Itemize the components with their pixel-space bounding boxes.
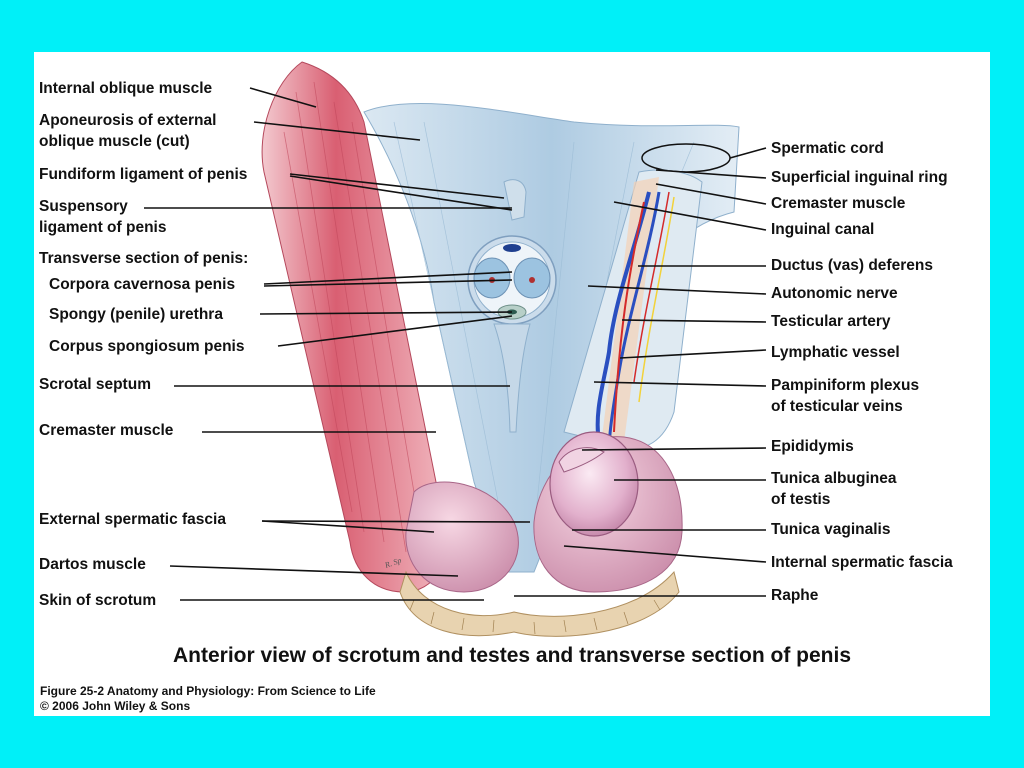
label-tunica-vaginalis: Tunica vaginalis (771, 521, 891, 538)
label-suspensory-line1: Suspensory (39, 198, 128, 215)
anatomy-illustration: R. Sp (144, 61, 767, 637)
label-tunica-albuginea-line2: of testis (771, 491, 831, 508)
testis-shape (549, 431, 639, 537)
figure-credit: Figure 25-2 Anatomy and Physiology: From… (40, 684, 376, 714)
credit-line-1: Figure 25-2 Anatomy and Physiology: From… (40, 684, 376, 698)
label-skin-of-scrotum: Skin of scrotum (39, 592, 157, 609)
label-lymphatic-vessel: Lymphatic vessel (771, 344, 900, 361)
left-scrotal-sac (405, 481, 519, 593)
label-corpora-cavernosa: Corpora cavernosa penis (49, 276, 236, 293)
figure-title: Anterior view of scrotum and testes and … (172, 644, 852, 667)
credit-line-2: © 2006 John Wiley & Sons (40, 699, 191, 713)
label-spermatic-cord: Spermatic cord (771, 140, 884, 157)
label-inguinal-canal: Inguinal canal (771, 221, 875, 238)
label-autonomic-nerve: Autonomic nerve (771, 285, 898, 302)
label-testicular-artery: Testicular artery (771, 313, 891, 330)
label-aponeurosis-line2: oblique muscle (cut) (39, 133, 190, 150)
label-raphe: Raphe (771, 587, 819, 604)
label-pampiniform-line1: Pampiniform plexus (771, 377, 920, 394)
label-scrotal-septum: Scrotal septum (39, 376, 151, 393)
label-aponeurosis-line1: Aponeurosis of external (39, 112, 217, 129)
label-internal-oblique-muscle: Internal oblique muscle (39, 80, 213, 97)
figure-panel: R. Sp (34, 52, 990, 716)
label-corpus-spongiosum: Corpus spongiosum penis (49, 338, 245, 355)
label-internal-spermatic-fascia: Internal spermatic fascia (771, 554, 953, 571)
label-ductus-deferens: Ductus (vas) deferens (771, 257, 933, 274)
label-superficial-inguinal-ring: Superficial inguinal ring (771, 169, 948, 186)
label-dartos-muscle: Dartos muscle (39, 556, 146, 573)
label-tunica-albuginea-line1: Tunica albuginea (771, 470, 897, 487)
label-spongy-urethra: Spongy (penile) urethra (49, 306, 223, 323)
label-suspensory-line2: ligament of penis (39, 219, 167, 236)
label-epididymis: Epididymis (771, 438, 854, 455)
scrotal-skin (399, 570, 680, 637)
label-transverse-section-heading: Transverse section of penis: (39, 250, 249, 267)
label-cremaster-muscle-left: Cremaster muscle (39, 422, 174, 439)
label-pampiniform-line2: of testicular veins (771, 398, 903, 415)
label-external-spermatic-fascia: External spermatic fascia (39, 511, 226, 528)
label-fundiform-ligament: Fundiform ligament of penis (39, 166, 248, 183)
label-cremaster-muscle-right: Cremaster muscle (771, 195, 906, 212)
